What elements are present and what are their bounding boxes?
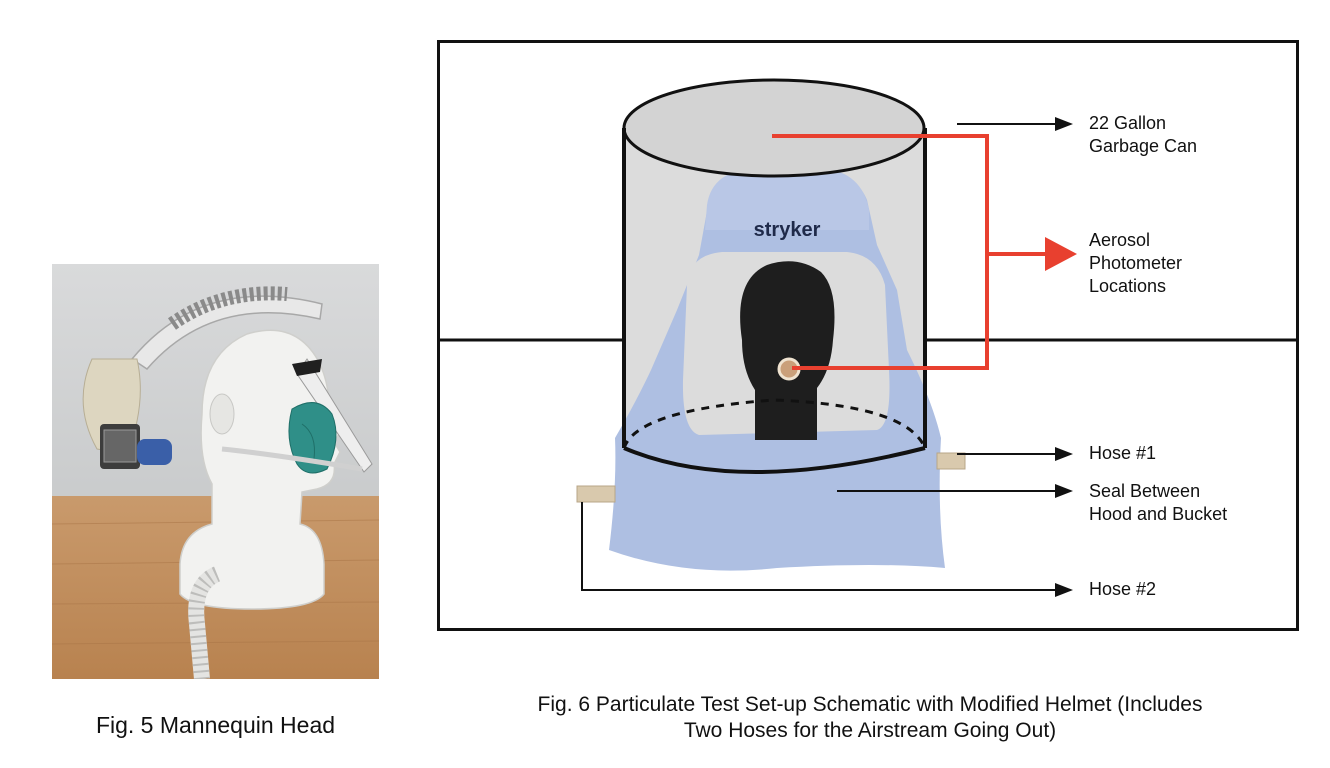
seal-label: Seal Between Hood and Bucket [1089, 480, 1227, 526]
can-top-rim [622, 78, 926, 178]
leader-lines [581, 123, 1057, 591]
mannequin-black-head [740, 261, 835, 440]
hose-1-label: Hose #1 [1089, 443, 1157, 463]
mannequin-ear [209, 393, 235, 435]
hose-2-stub [576, 485, 616, 503]
aerosol-photometer-label: Aerosol Photometer Locations [1089, 229, 1182, 298]
aerosol-label-line3: Locations [1089, 276, 1167, 296]
aerosol-photometer-lines [772, 134, 1047, 370]
leader-arrowheads [1055, 117, 1073, 597]
aerosol-label-line1: Aerosol [1089, 230, 1151, 250]
aerosol-arrow-head [1045, 237, 1077, 271]
can-bottom-rim-front [623, 446, 926, 474]
garbage-can-label-line1: 22 Gallon [1089, 113, 1167, 133]
test-setup-schematic: stryker [437, 40, 1299, 631]
seal-label-line1: Seal Between [1089, 481, 1201, 501]
figure-6-caption: Fig. 6 Particulate Test Set-up Schematic… [420, 692, 1320, 744]
hose-2-label: Hose #2 [1089, 579, 1157, 599]
seal-label-line2: Hood and Bucket [1089, 504, 1228, 524]
hood-top [705, 168, 869, 230]
figure-6-caption-line1: Fig. 6 Particulate Test Set-up Schematic… [537, 693, 1203, 716]
figure-5-caption: Fig. 5 Mannequin Head [95, 712, 336, 738]
mannequin-head-photo [52, 264, 379, 679]
aerosol-label-line2: Photometer [1089, 253, 1183, 273]
helmet-fan-duct [167, 286, 288, 330]
garbage-can-label-line2: Garbage Can [1089, 136, 1198, 156]
figure-6-caption-line2: Two Hoses for the Airstream Going Out) [683, 719, 1057, 742]
garbage-can-label: 22 Gallon Garbage Can [1089, 112, 1197, 158]
hose-1-stub [936, 452, 966, 470]
hood-brand-logo: stryker [754, 219, 821, 241]
